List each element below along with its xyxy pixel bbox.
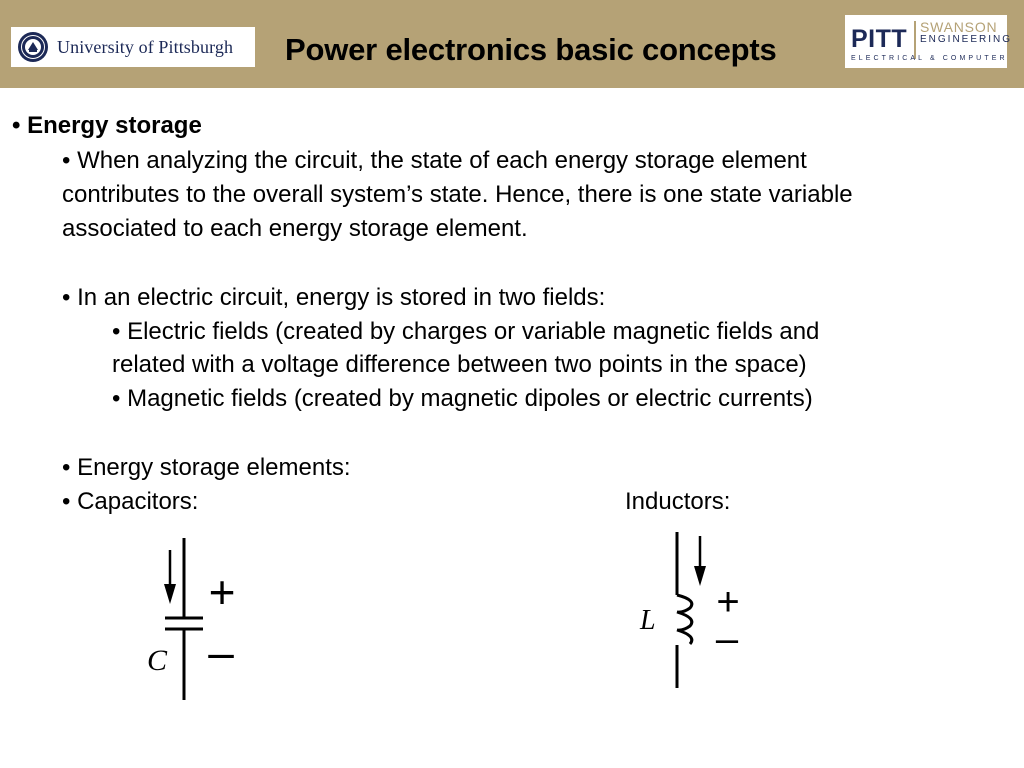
slide-title: Power electronics basic concepts [285, 32, 777, 67]
inductor-plus: + [716, 580, 739, 624]
capacitor-minus: – [208, 626, 234, 678]
inductor-diagram: + – L [630, 520, 760, 700]
inductors-label: Inductors: [625, 488, 731, 515]
capacitor-symbol-icon: + – C [147, 538, 236, 700]
inductor-symbol-label: L [639, 605, 656, 636]
logo-divider [914, 21, 916, 59]
inductor-symbol-icon: + – L [639, 532, 740, 688]
sub-bullet-line: • Electric fields (created by charges or… [112, 318, 820, 345]
logo-engineering: ENGINEERING [920, 34, 1013, 45]
capacitor-plus: + [209, 566, 236, 618]
paragraph-line: associated to each energy storage elemen… [62, 215, 528, 242]
paragraph-line: • In an electric circuit, energy is stor… [62, 284, 606, 311]
university-of-pittsburgh-logo: University of Pittsburgh [11, 27, 255, 67]
logo-swanson: SWANSON [920, 19, 998, 35]
paragraph-line: • Energy storage elements: [62, 454, 351, 481]
university-seal-icon [18, 32, 48, 62]
section-heading: • Energy storage [12, 112, 202, 139]
capacitor-diagram: + – C [137, 528, 247, 708]
logo-pitt: PITT [851, 25, 908, 53]
university-name: University of Pittsburgh [57, 36, 234, 57]
paragraph-line: contributes to the overall system’s stat… [62, 181, 853, 208]
capacitor-symbol-label: C [147, 644, 168, 677]
paragraph-line: • When analyzing the circuit, the state … [62, 147, 807, 174]
sub-bullet-line: related with a voltage difference betwee… [112, 351, 807, 378]
inductor-minus: – [716, 617, 739, 661]
logo-department: ELECTRICAL & COMPUTER [851, 55, 1008, 62]
capacitors-label: • Capacitors: [62, 488, 199, 515]
swanson-engineering-logo: PITT SWANSON ENGINEERING ELECTRICAL & CO… [845, 15, 1010, 68]
header-bar: University of Pittsburgh Power electroni… [0, 0, 1024, 88]
sub-bullet-line: • Magnetic fields (created by magnetic d… [112, 385, 813, 412]
